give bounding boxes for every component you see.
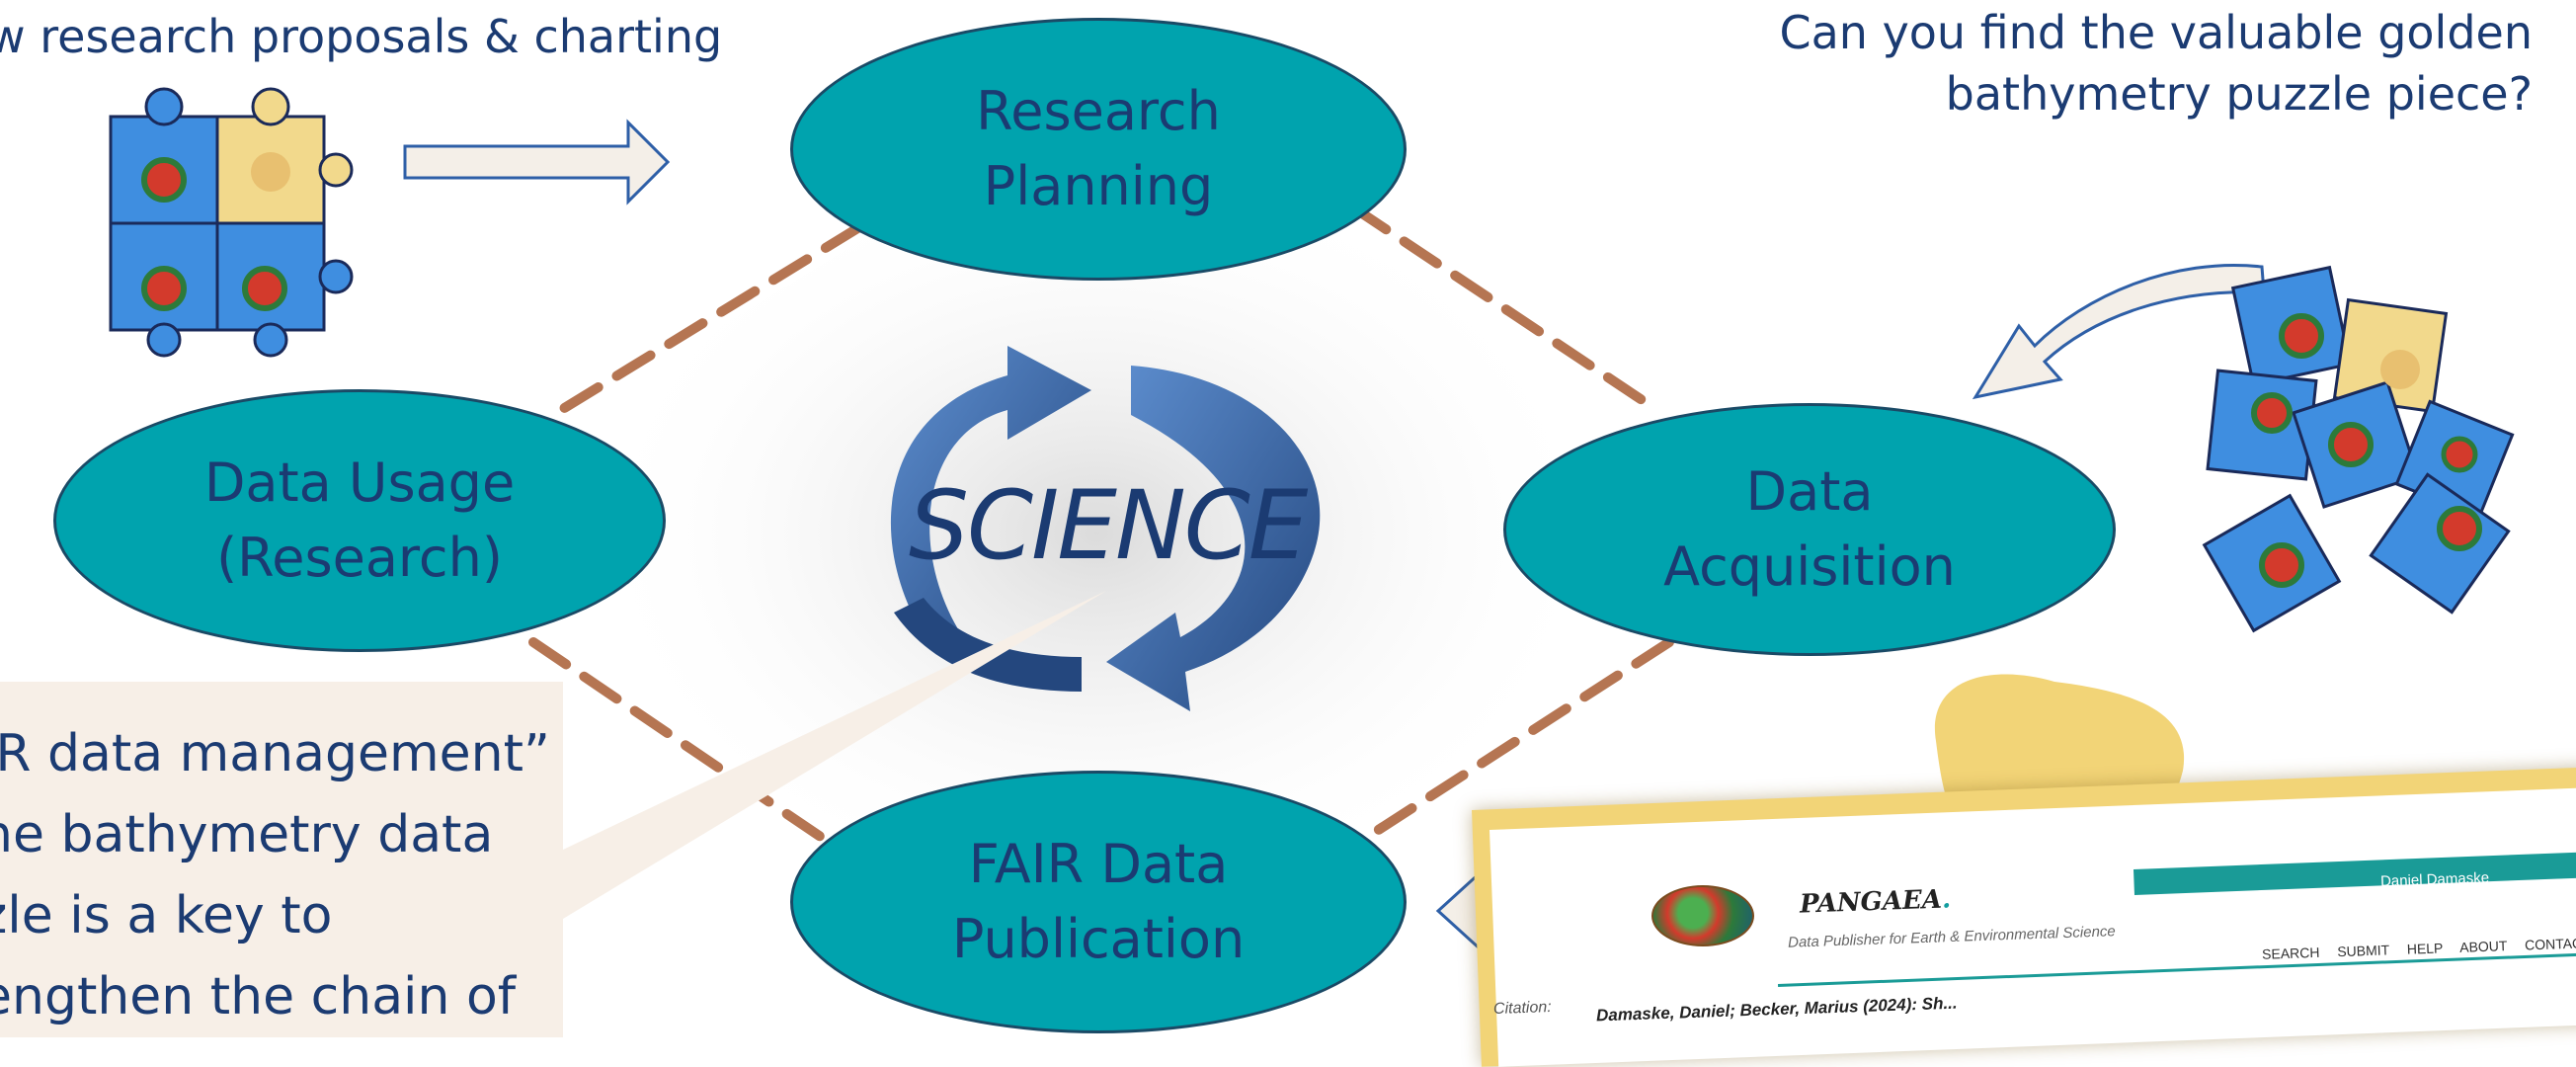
globe-icon — [141, 152, 290, 311]
cycle-arrow-icon — [890, 346, 1321, 711]
nav-submit[interactable]: SUBMIT — [2337, 942, 2390, 960]
callout-line: zle is a key to — [0, 886, 333, 945]
chain-top-left — [541, 215, 871, 427]
node-label-line: Data — [1745, 460, 1874, 523]
pangaea-title-dot: . — [1941, 884, 1952, 915]
globe-icon — [1651, 885, 1754, 946]
top-left-caption: w research proposals & charting — [0, 10, 723, 63]
node-label-line: (Research) — [216, 527, 503, 589]
nav-search[interactable]: SEARCH — [2261, 944, 2320, 962]
arrow-right-icon — [403, 119, 671, 205]
curved-arrow-icon — [1972, 263, 2266, 400]
callout-line: engthen the chain of — [0, 967, 517, 1026]
node-label-line: Publication — [951, 908, 1246, 970]
node-data-usage: Data Usage (Research) — [53, 389, 666, 652]
nav-help[interactable]: HELP — [2406, 940, 2444, 957]
callout-pointer — [563, 591, 1106, 919]
node-label-line: Research — [976, 80, 1221, 142]
puzzle-icon — [109, 87, 354, 358]
callout-box — [0, 682, 563, 1037]
node-label-line: Acquisition — [1663, 535, 1956, 598]
node-label-line: Planning — [983, 155, 1214, 217]
top-right-caption: Can you find the valuable golden bathyme… — [1779, 2, 2533, 124]
chain-bottom-right — [1351, 630, 1681, 852]
top-right-caption-line2: bathymetry puzzle piece? — [1945, 67, 2533, 121]
globe-icon — [2251, 313, 2482, 588]
callout-text: IR data management” he bathymetry data z… — [0, 713, 573, 1037]
nav-about[interactable]: ABOUT — [2458, 938, 2508, 955]
citation-label: Citation: — [1492, 998, 1552, 1019]
pangaea-title-text: PANGAEA — [1799, 884, 1943, 920]
nav-contact[interactable]: CONTACT — [2524, 935, 2576, 953]
node-label-line: FAIR Data — [968, 833, 1229, 895]
callout-line: IR data management” — [0, 724, 550, 783]
top-right-caption-line1: Can you find the valuable golden — [1779, 6, 2533, 59]
node-label-line: Data Usage — [203, 451, 516, 514]
callout-line: he bathymetry data — [0, 805, 494, 864]
chain-bottom-left — [522, 630, 851, 862]
pangaea-title[interactable]: PANGAEA. — [1800, 884, 1952, 919]
chain-top-right — [1341, 196, 1661, 417]
science-label: SCIENCE — [909, 470, 1308, 581]
